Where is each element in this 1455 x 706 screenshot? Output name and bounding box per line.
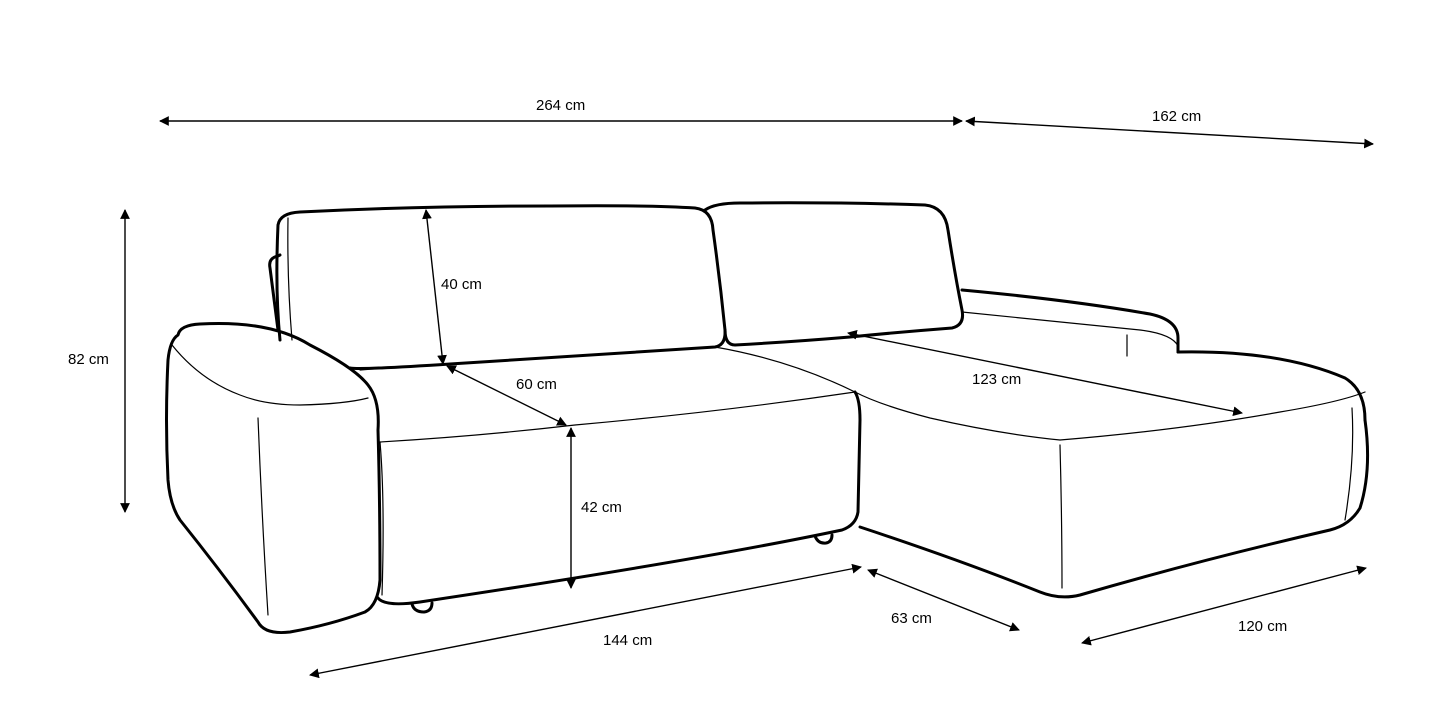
chaise-back-rail: [960, 288, 1180, 354]
label-seat-depth: 60 cm: [516, 376, 557, 393]
label-backrest-height: 40 cm: [441, 276, 482, 293]
dim-line-40: [422, 209, 447, 365]
armrest-left-seam: [257, 417, 269, 616]
chaise-top-edge: [1176, 350, 1367, 422]
chaise-corner-line: [1059, 444, 1063, 589]
dimension-labels: 264 cm 162 cm 82 cm 40 cm 60 cm 42 cm 12…: [68, 97, 1287, 649]
dim-line-63: [867, 568, 1020, 632]
label-chaise-length: 162 cm: [1152, 108, 1201, 125]
label-chaise-depth-side: 63 cm: [891, 610, 932, 627]
dim-line-120: [1081, 565, 1367, 646]
chaise-front: [858, 418, 1370, 599]
label-total-width: 264 cm: [536, 97, 585, 114]
label-chaise-width: 120 cm: [1238, 618, 1287, 635]
label-front-width: 144 cm: [603, 632, 652, 649]
sofa-illustration: [165, 201, 1370, 634]
chaise-back-rail-top: [961, 311, 1179, 347]
back-cushion-left: [275, 204, 727, 370]
seat-top: [359, 346, 856, 443]
back-cushion-right: [703, 201, 964, 347]
armrest-left: [165, 322, 382, 634]
back-cushion-left-seam: [287, 217, 293, 341]
foot-middle: [813, 533, 834, 545]
label-height: 82 cm: [68, 351, 109, 368]
armrest-left-top: [171, 344, 369, 406]
label-chaise-inner-length: 123 cm: [972, 371, 1021, 388]
dim-line-60: [446, 365, 567, 426]
dim-line-162: [965, 116, 1374, 149]
chaise-right-line: [1344, 407, 1354, 521]
seat-front: [376, 390, 862, 606]
foot-left: [410, 601, 434, 614]
dim-line-123: [847, 329, 1243, 417]
chaise-top: [854, 391, 1366, 441]
dim-line-144: [309, 563, 862, 679]
label-seat-height: 42 cm: [581, 499, 622, 516]
dimension-lines: [120, 116, 1374, 679]
